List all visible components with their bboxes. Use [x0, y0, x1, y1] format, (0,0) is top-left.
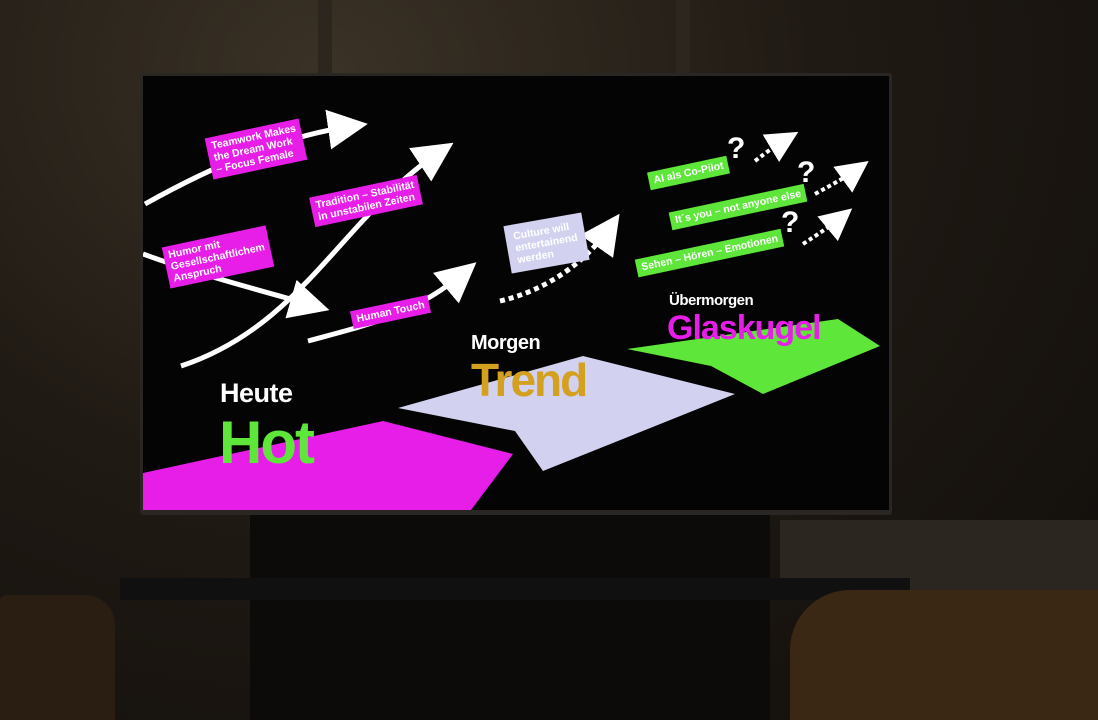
green-floor-shape [627, 319, 880, 394]
arrow-dotted [753, 131, 799, 163]
tv-screen: Teamwork Makes the Dream Work – Focus Fe… [143, 76, 889, 510]
heading-hot: Hot [219, 409, 315, 476]
wall-pole [318, 0, 332, 90]
heading-morgen: Morgen [471, 332, 541, 354]
chair-left [0, 595, 115, 720]
arrow-dotted [801, 208, 853, 246]
television: Teamwork Makes the Dream Work – Focus Fe… [140, 73, 892, 515]
arrow-dotted [814, 160, 869, 196]
lavender-floor-shape [398, 356, 735, 471]
heading-uebermorgen: Übermorgen [669, 292, 754, 309]
question-mark: ? [727, 132, 746, 165]
slide-graphics [143, 109, 880, 510]
question-mark: ? [797, 156, 816, 189]
heading-heute: Heute [220, 378, 293, 408]
wall-pole [676, 0, 690, 90]
chair-right [790, 590, 1098, 720]
stand-crossbar [120, 578, 910, 600]
arrow-dotted [499, 213, 620, 304]
tv-stand [250, 508, 770, 720]
question-mark: ? [781, 206, 800, 239]
heading-trend: Trend [471, 354, 588, 406]
heading-glaskugel: Glaskugel [667, 309, 822, 347]
pink-floor-shape [143, 421, 513, 510]
